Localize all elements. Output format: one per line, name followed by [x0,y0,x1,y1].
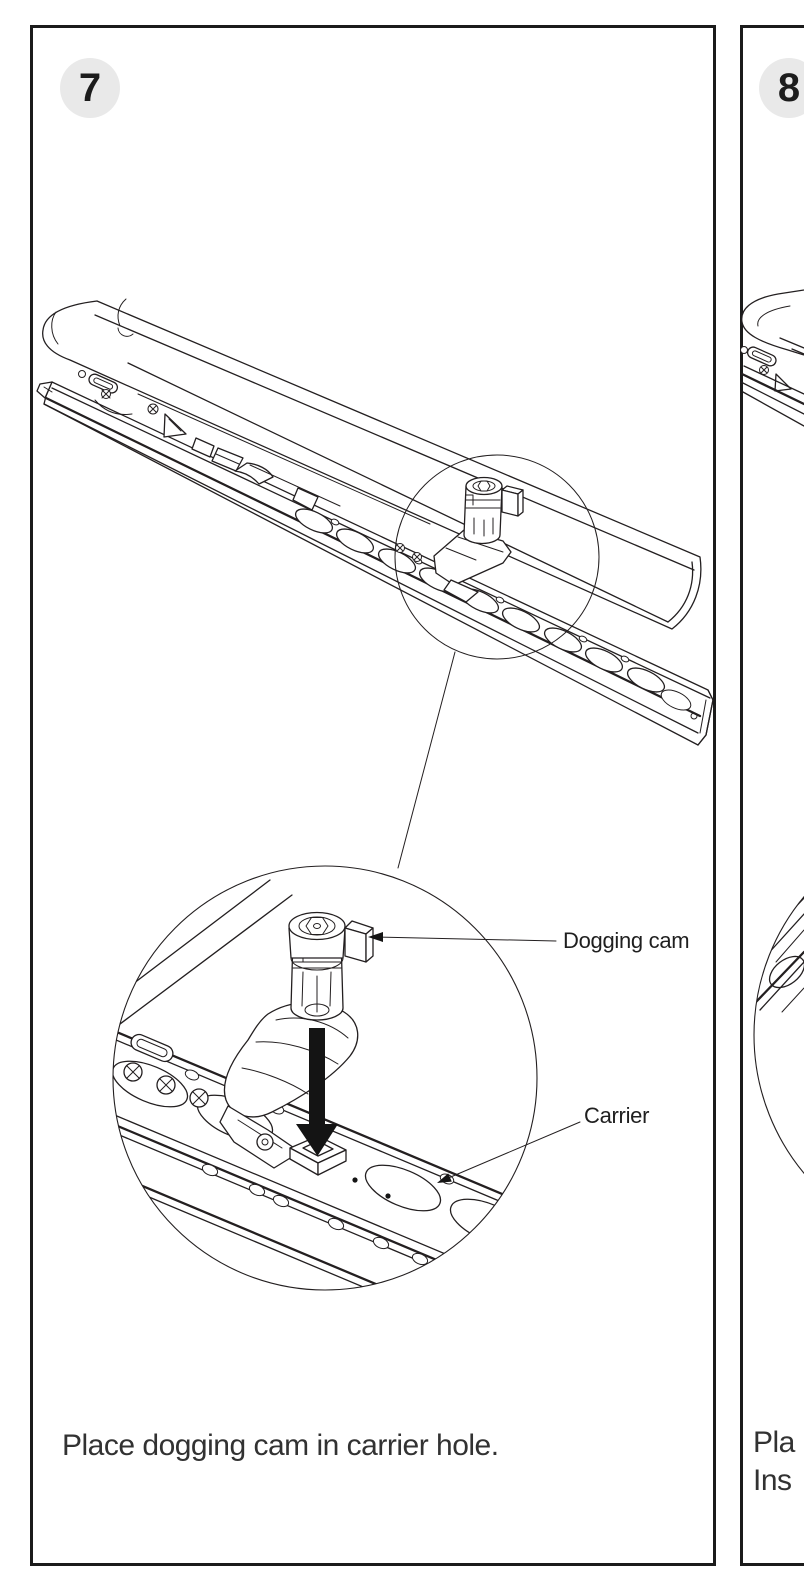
step-8-caption-line-2: Ins [753,1464,792,1497]
step-number-8: 8 [777,65,801,110]
callout-label-dogging-cam: Dogging cam [563,928,690,953]
step-8-caption-partial: Pla Ins [753,1424,795,1500]
step-panel-8 [740,25,804,1566]
step-number-7: 7 [78,65,102,110]
step-7-caption: Place dogging cam in carrier hole. [62,1429,499,1462]
step-number-badge-7: 7 [60,58,120,118]
step-number-badge-8: 8 [759,58,804,118]
step-panel-7 [30,25,716,1566]
callout-label-carrier: Carrier [584,1103,650,1128]
step-8-caption-line-1: Pla [753,1426,795,1459]
